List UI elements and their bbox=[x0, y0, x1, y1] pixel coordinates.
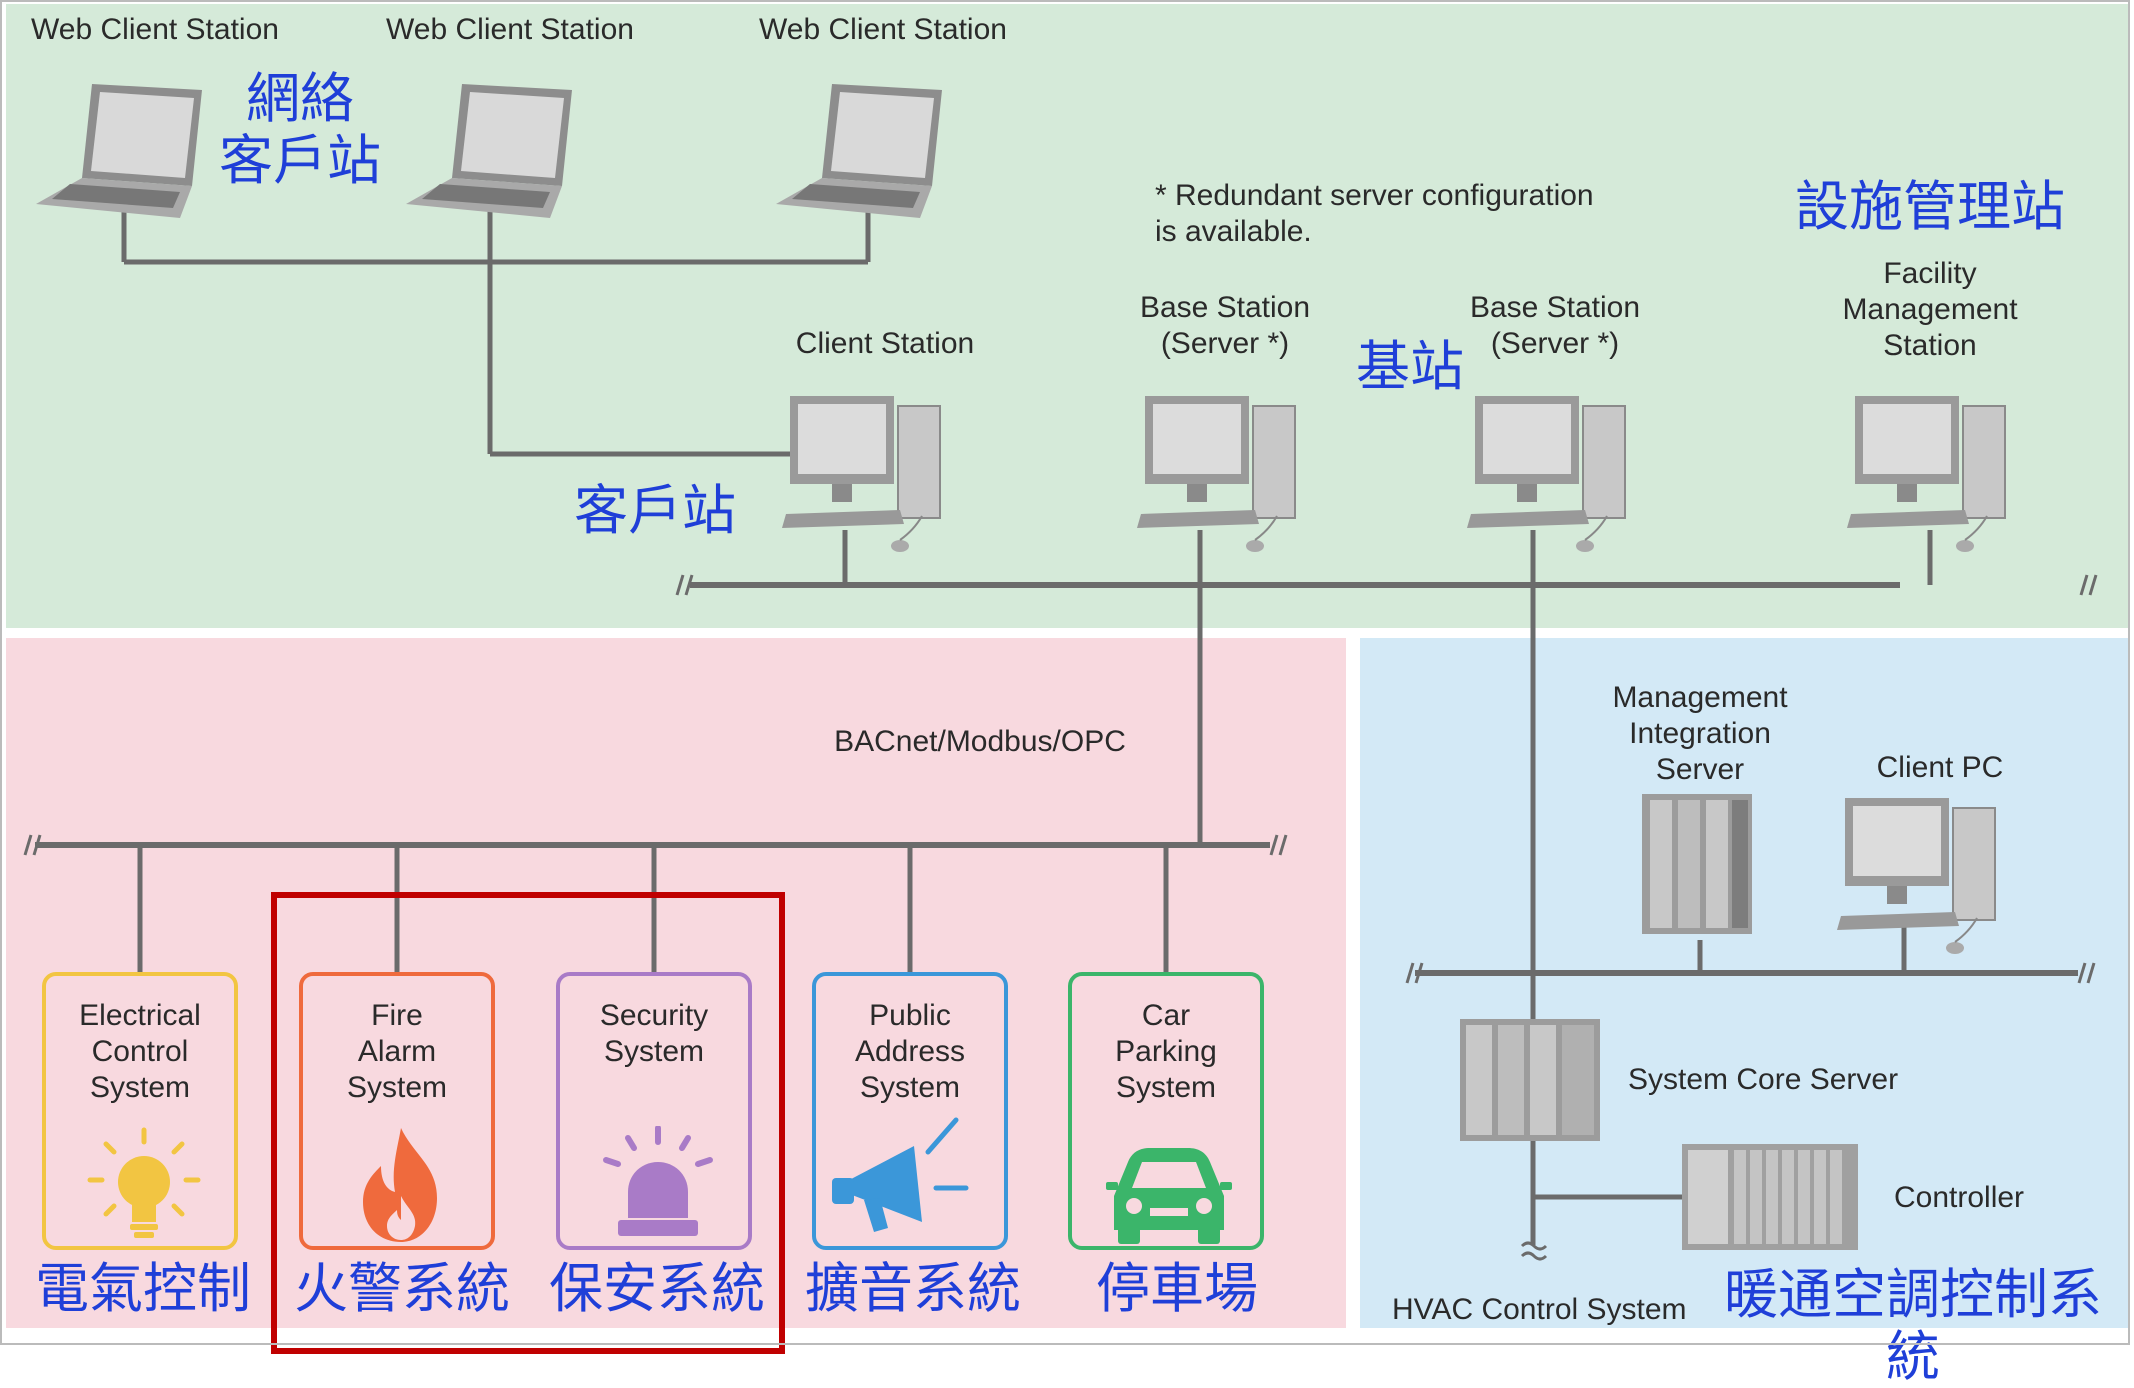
security-cjk-label: 保安系統 bbox=[549, 1257, 765, 1320]
fire-alarm-system-box: Fire Alarm System bbox=[299, 972, 495, 1250]
base-station-1-label: Base Station (Server *) bbox=[1139, 291, 1311, 360]
base-station-1-computer bbox=[1137, 396, 1296, 552]
car-parking-system-box: Car Parking System bbox=[1068, 972, 1264, 1250]
facility-station-label: Facility Management Station bbox=[1842, 257, 2018, 362]
facility-station-computer bbox=[1847, 396, 2006, 552]
facility-station-cjk-label: 設施管理站 bbox=[1795, 175, 2065, 238]
web-client-label-3: Web Client Station bbox=[759, 13, 1007, 46]
hvac-cjk-label: 暖通空調控制系統 bbox=[1724, 1263, 2102, 1388]
public-address-system-box: Public Address System bbox=[812, 972, 1008, 1250]
client-pc-computer bbox=[1837, 798, 1996, 954]
security-system-box: Security System bbox=[556, 972, 752, 1250]
highlight-frame bbox=[271, 892, 785, 1354]
client-station-computer bbox=[782, 396, 941, 552]
client-pc-label: Client PC bbox=[1876, 751, 2004, 784]
public-address-cjk-label: 擴音系統 bbox=[805, 1257, 1021, 1320]
megaphone-icon bbox=[832, 1117, 969, 1232]
network-lines bbox=[23, 205, 2098, 1261]
car-parking-cjk-label: 停車場 bbox=[1096, 1257, 1258, 1320]
subsystem-title: Car Parking System bbox=[1115, 999, 1217, 1104]
base-station-2-label: Base Station (Server *) bbox=[1469, 291, 1641, 360]
web-client-label-1: Web Client Station bbox=[31, 13, 279, 46]
beacon-icon bbox=[603, 1126, 713, 1236]
controller-label: Controller bbox=[1894, 1181, 2025, 1214]
hvac-system-label: HVAC Control System bbox=[1392, 1293, 1687, 1326]
protocol-label: BACnet/Modbus/OPC bbox=[834, 725, 1126, 758]
electrical-control-system-box: Electrical Control System bbox=[42, 972, 238, 1250]
lightbulb-icon bbox=[87, 1127, 201, 1238]
web-client-label-2: Web Client Station bbox=[386, 13, 634, 46]
controller-icon bbox=[1682, 1144, 1858, 1250]
fire-alarm-cjk-label: 火警系統 bbox=[294, 1257, 510, 1320]
web-client-cjk-label: 網絡 客戶站 bbox=[219, 67, 381, 192]
web-client-laptop-1 bbox=[36, 84, 202, 218]
car-icon bbox=[1106, 1148, 1232, 1244]
system-core-server-icon bbox=[1460, 1019, 1600, 1141]
web-client-laptop-3 bbox=[776, 84, 942, 218]
flame-icon bbox=[363, 1128, 437, 1242]
electrical-cjk-label: 電氣控制 bbox=[35, 1257, 251, 1320]
client-station-cjk-label: 客戶站 bbox=[574, 479, 736, 542]
client-station-label: Client Station bbox=[795, 327, 975, 360]
subsystem-title: Public Address System bbox=[854, 999, 966, 1104]
base-station-2-computer bbox=[1467, 396, 1626, 552]
management-network-zone bbox=[6, 4, 2128, 628]
management-integration-server-icon bbox=[1642, 794, 1752, 934]
web-client-laptop-2 bbox=[406, 84, 572, 218]
redundancy-note: * Redundant server configuration is avai… bbox=[1155, 179, 1594, 248]
base-station-cjk-label: 基站 bbox=[1356, 335, 1464, 398]
management-integration-server-label: Management Integration Server bbox=[1612, 681, 1788, 786]
subsystem-title: Security System bbox=[599, 999, 709, 1068]
system-core-server-label: System Core Server bbox=[1628, 1063, 1899, 1096]
subsystem-title: Electrical Control System bbox=[79, 999, 201, 1104]
subsystem-title: Fire Alarm System bbox=[346, 999, 448, 1104]
